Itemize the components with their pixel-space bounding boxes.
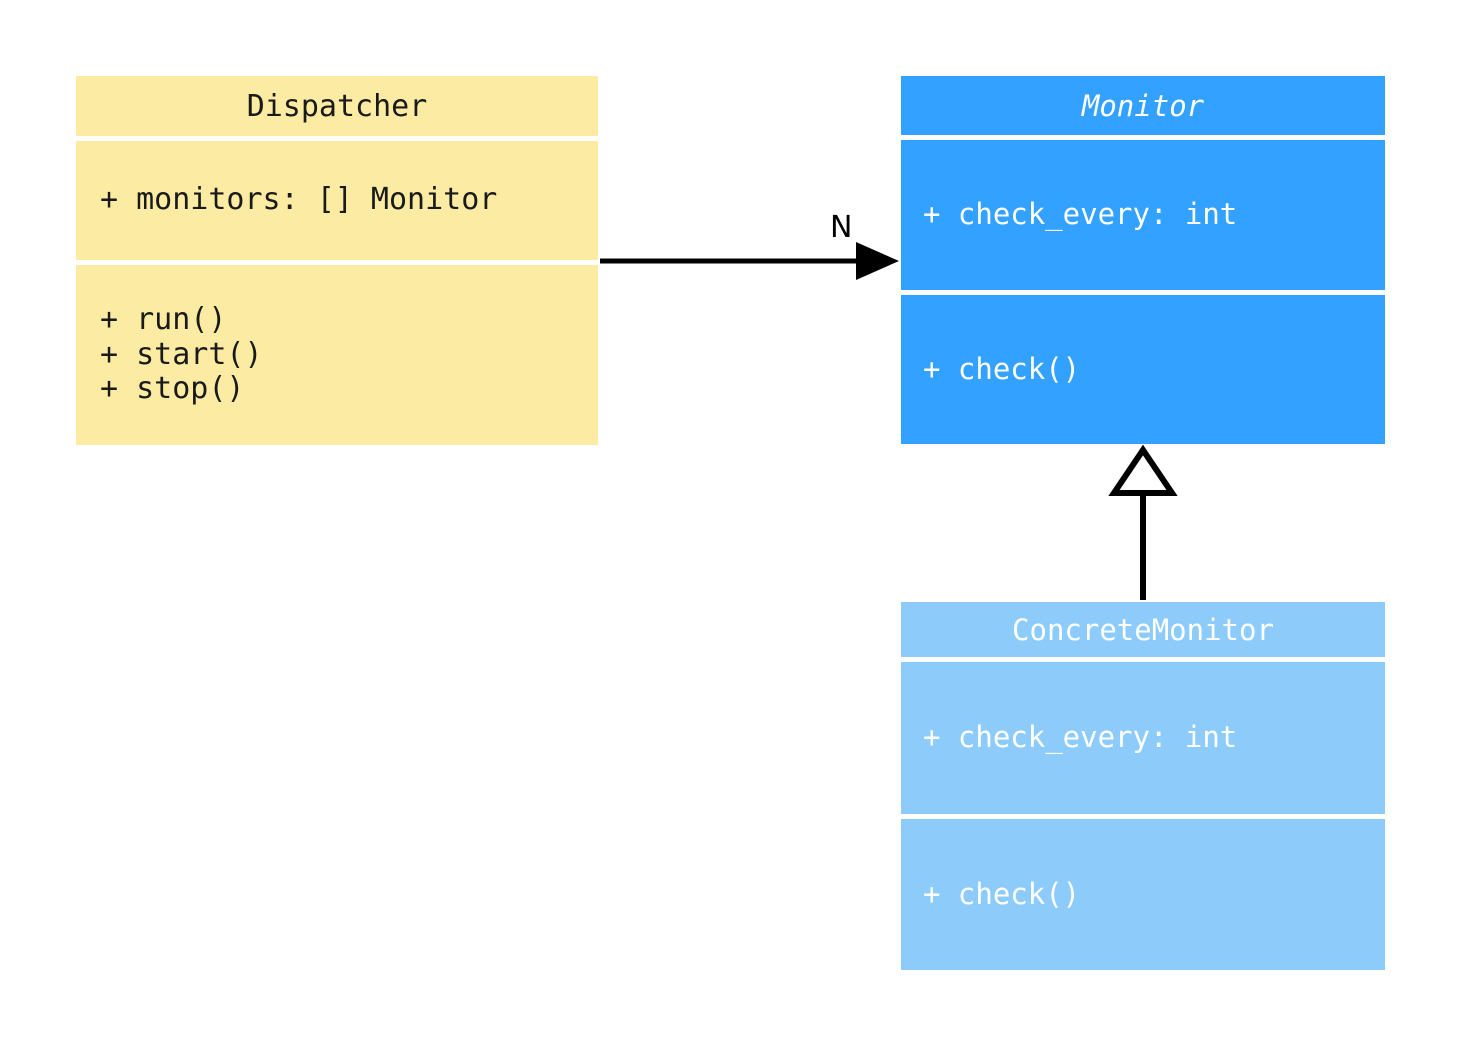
association-arrowhead-icon — [856, 242, 899, 280]
attribute-item: + monitors: [] Monitor — [100, 182, 498, 218]
class-operations-monitor: + check() — [901, 295, 1385, 444]
class-attributes-monitor: + check_every: int — [901, 140, 1385, 290]
class-attributes-dispatcher: + monitors: [] Monitor — [76, 141, 598, 260]
operation-item: + start() — [100, 336, 263, 372]
class-title-concretemonitor: ConcreteMonitor — [901, 602, 1385, 657]
attribute-item: + check_every: int — [923, 197, 1238, 232]
generalization-arrowhead-icon — [1108, 444, 1178, 496]
operation-item: + check() — [923, 876, 1081, 911]
class-attributes-concretemonitor: + check_every: int — [901, 662, 1385, 814]
generalization-concretemonitor-to-monitor — [1108, 444, 1178, 600]
uml-class-monitor[interactable]: Monitor + check_every: int + check() — [901, 76, 1385, 444]
association-multiplicity-label: N — [830, 210, 853, 245]
uml-class-dispatcher[interactable]: Dispatcher + monitors: [] Monitor + run(… — [76, 76, 598, 445]
operation-item: + stop() — [100, 371, 245, 407]
class-title-monitor: Monitor — [901, 76, 1385, 135]
operation-item: + check() — [923, 351, 1081, 386]
operation-item: + run() — [100, 301, 227, 337]
class-operations-concretemonitor: + check() — [901, 819, 1385, 970]
class-title-dispatcher: Dispatcher — [76, 76, 598, 136]
uml-class-concretemonitor[interactable]: ConcreteMonitor + check_every: int + che… — [901, 602, 1385, 970]
class-operations-dispatcher: + run() + start() + stop() — [76, 265, 598, 445]
attribute-item: + check_every: int — [923, 720, 1238, 755]
association-dispatcher-to-monitor — [600, 242, 899, 280]
